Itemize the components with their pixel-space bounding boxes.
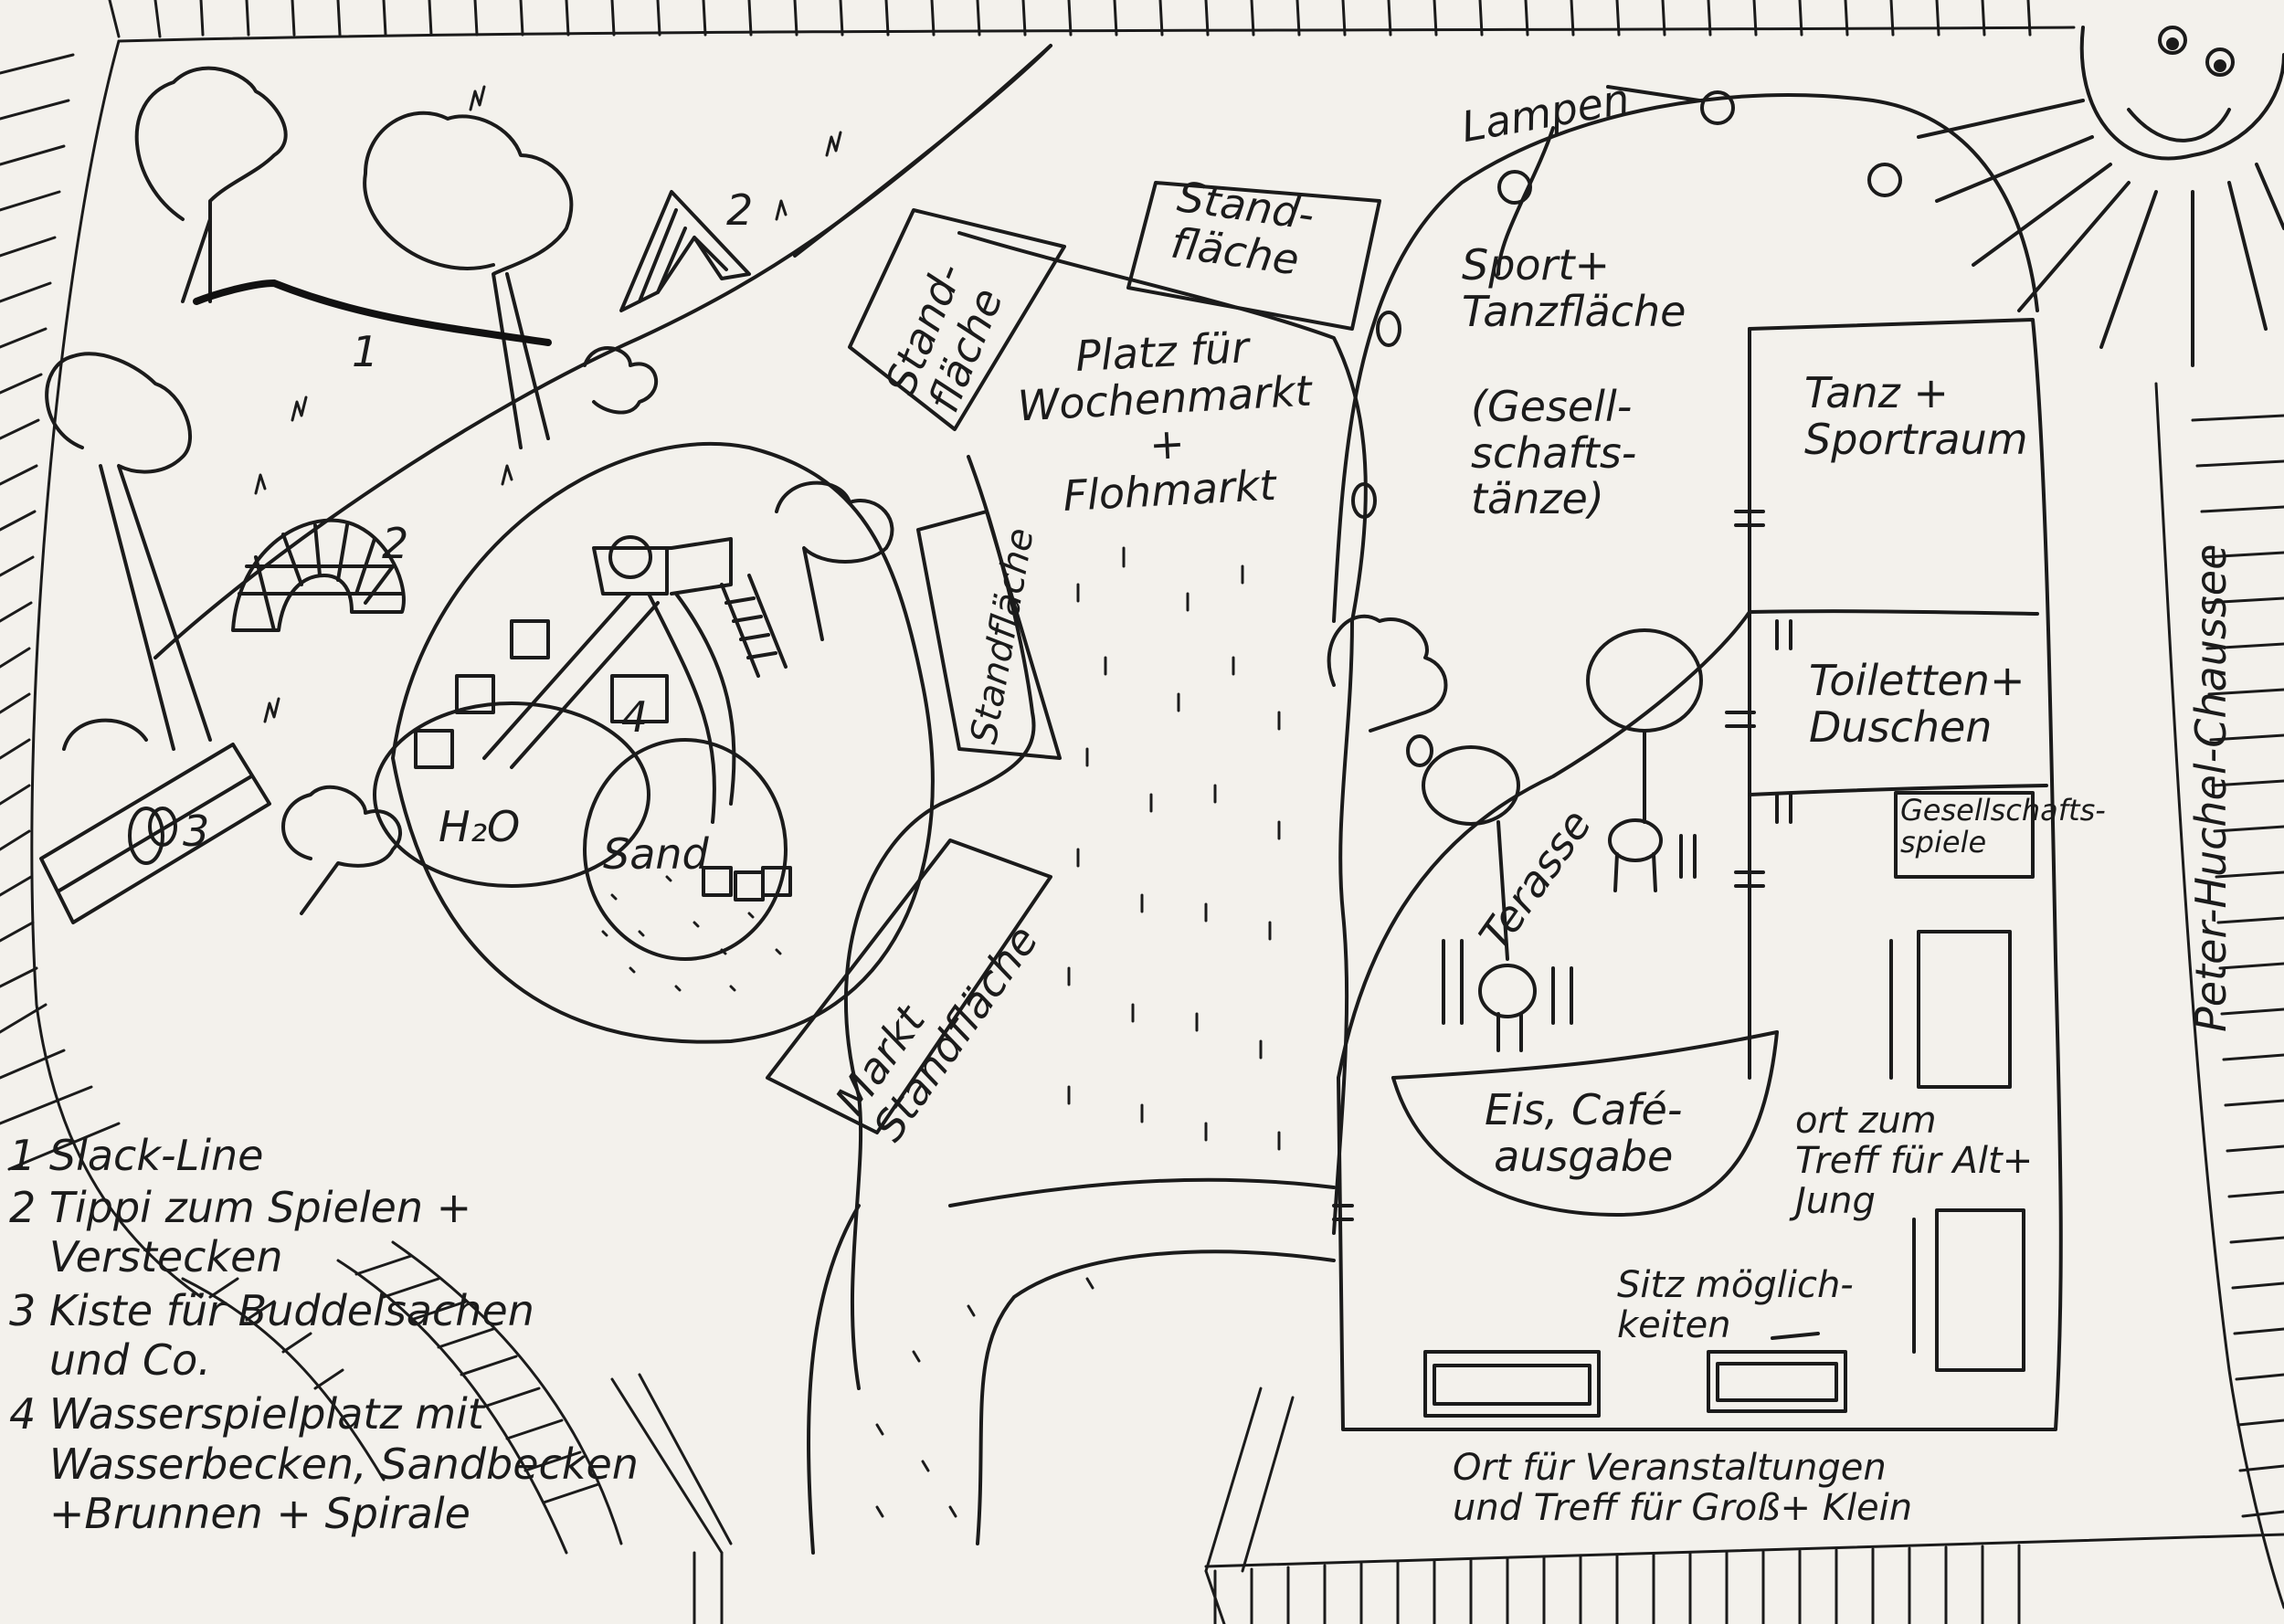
playground bbox=[373, 442, 935, 1044]
legend-line: +Brunnen + Spirale bbox=[9, 1489, 471, 1539]
label-ort-veranstaltungen: Ort für Veranstaltungen und Treff für Gr… bbox=[1453, 1447, 1913, 1529]
slackline bbox=[193, 279, 552, 346]
terrace bbox=[1337, 610, 1779, 1217]
label-num-4: 4 bbox=[621, 692, 649, 742]
label-street-name: Peter-Huchel-Chaussee bbox=[2186, 543, 2236, 1032]
legend-line: 2 Tippi zum Spielen + bbox=[9, 1182, 472, 1232]
label-tanz-sportraum: Tanz + Sportraum bbox=[1804, 368, 2028, 464]
legend-line: 3 Kiste für Buddelsachen bbox=[9, 1285, 534, 1335]
legend: 1 Slack-Line 2 Tippi zum Spielen + Verst… bbox=[9, 1131, 639, 1539]
toy-box-icon bbox=[39, 743, 271, 924]
label-ort-treff: ort zum Treff für Alt+ Jung bbox=[1795, 1100, 2034, 1222]
label-num-3: 3 bbox=[183, 807, 210, 856]
legend-line: 1 Slack-Line bbox=[9, 1131, 264, 1180]
tunnel-icon bbox=[231, 518, 406, 632]
label-eis-cafe: Eis, Café- ausgabe bbox=[1485, 1085, 1683, 1181]
label-sitzmoeglichkeiten: Sitz möglich- keiten bbox=[1617, 1264, 1854, 1346]
label-h2o: H₂O bbox=[439, 802, 521, 851]
legend-line: Wasserbecken, Sandbecken bbox=[9, 1439, 639, 1489]
legend-line: und Co. bbox=[9, 1335, 211, 1386]
label-gesellschaftsspiele: Gesellschafts- spiele bbox=[1900, 793, 2106, 860]
label-toiletten-duschen: Toiletten+ Duschen bbox=[1809, 656, 2025, 752]
label-platz-wochenmarkt: Platz für Wochenmarkt + Flohmarkt bbox=[1016, 322, 1313, 521]
label-sand: Sand bbox=[603, 829, 709, 879]
label-sport-tanzflaeche: Sport+ Tanzfläche bbox=[1462, 240, 1687, 336]
legend-line: 4 Wasserspielplatz mit bbox=[9, 1388, 484, 1439]
trees bbox=[45, 66, 1448, 915]
label-gesellschaftstaenze: (Gesell- schafts- tänze) bbox=[1471, 382, 1637, 524]
tipi-icon bbox=[619, 190, 751, 312]
label-standflaeche-top: Stand- fläche bbox=[1168, 172, 1317, 285]
label-num-2-tunnel: 2 bbox=[382, 519, 409, 568]
legend-line: Verstecken bbox=[9, 1232, 283, 1282]
grass-tufts bbox=[254, 85, 842, 723]
label-num-2-tipi: 2 bbox=[726, 185, 754, 235]
buildings bbox=[1332, 318, 2063, 1431]
sun-icon bbox=[1917, 26, 2284, 367]
label-num-1: 1 bbox=[352, 327, 379, 376]
stand-boxes bbox=[766, 181, 1381, 1134]
